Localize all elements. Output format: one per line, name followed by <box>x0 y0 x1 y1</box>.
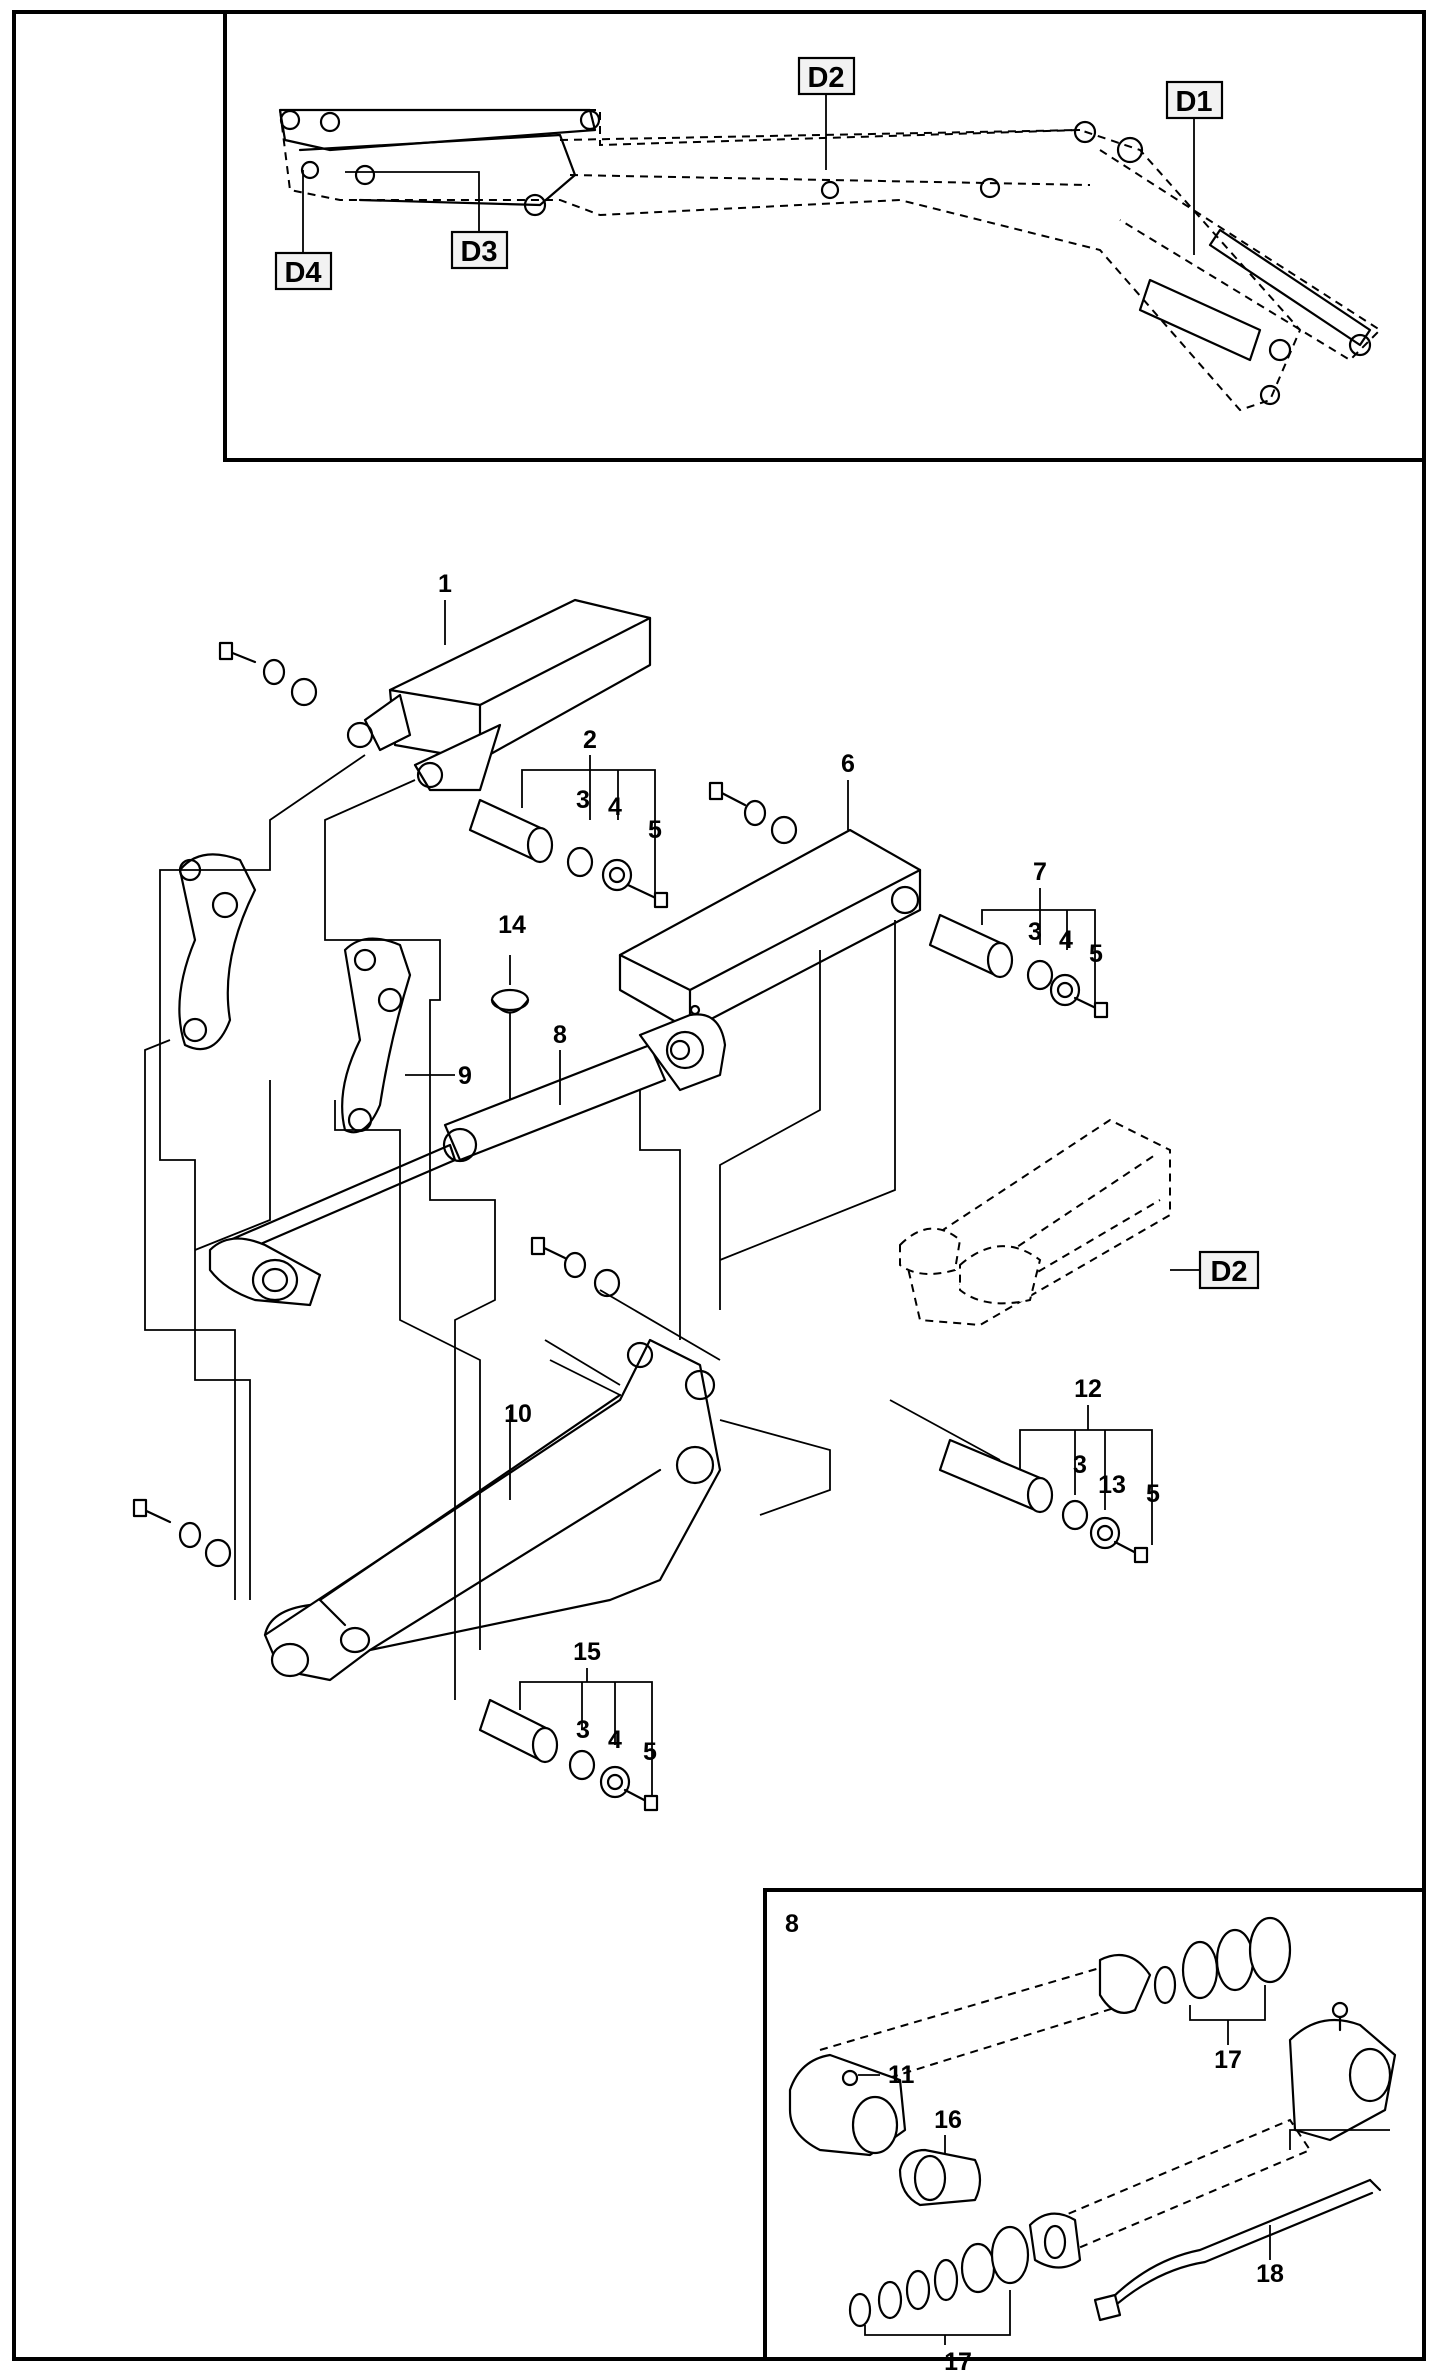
part-7-pin-set <box>928 909 1109 1019</box>
callout-12: 12 <box>1074 1375 1102 1403</box>
detail-callout-11: 11 <box>888 2061 915 2089</box>
callout-1: 1 <box>438 570 452 598</box>
overview-label-d4: D4 <box>284 257 321 289</box>
assembly-leaders <box>144 754 896 1700</box>
overview-label-d2: D2 <box>807 62 844 94</box>
detail-callouts: 11 16 17 17 18 <box>888 2046 1284 2373</box>
hardware-top-left <box>218 641 318 707</box>
overview-inset <box>223 10 1426 462</box>
overview-label-d3: D3 <box>460 236 497 268</box>
callout-8: 8 <box>553 1021 567 1049</box>
part-15-pin-set <box>478 1681 659 1812</box>
callout-3c: 3 <box>1073 1451 1087 1479</box>
detail-callout-16: 16 <box>934 2106 962 2134</box>
part-14-clamp <box>490 955 530 1130</box>
callout-3d: 3 <box>576 1716 590 1744</box>
callout-4a: 4 <box>608 793 622 821</box>
callout-3b: 3 <box>1028 918 1042 946</box>
callout-6: 6 <box>841 750 855 778</box>
callout-5d: 5 <box>643 1738 657 1766</box>
callout-9: 9 <box>458 1062 472 1090</box>
part-10-arm <box>263 1338 722 1682</box>
hardware-part-6 <box>708 781 798 845</box>
detail-cylinder-exploded <box>788 1916 1397 2345</box>
callout-5b: 5 <box>1089 940 1103 968</box>
reference-label-d2: D2 <box>1210 1256 1247 1288</box>
hardware-middle <box>530 1236 621 1298</box>
hardware-lower-left <box>132 1498 232 1568</box>
callout-4b: 4 <box>1059 926 1073 954</box>
detail-callout-18: 18 <box>1256 2260 1284 2288</box>
part-8-cylinder <box>208 1013 727 1307</box>
callout-5c: 5 <box>1146 1480 1160 1508</box>
part-2-pin-set <box>468 769 669 909</box>
boom-reference-d2: D2 <box>899 1118 1260 1327</box>
callout-7: 7 <box>1033 858 1047 886</box>
callout-15: 15 <box>573 1638 601 1666</box>
callout-3a: 3 <box>576 786 590 814</box>
detail-callout-17-upper: 17 <box>1214 2046 1242 2074</box>
callout-13: 13 <box>1098 1471 1126 1499</box>
detail-callout-17-lower: 17 <box>944 2348 972 2373</box>
detail-inset <box>763 1888 1426 2361</box>
overview-label-d1: D1 <box>1175 86 1212 118</box>
part-9-links <box>178 853 455 1134</box>
part-1-tube <box>346 598 652 792</box>
callout-2: 2 <box>583 726 597 754</box>
callout-4d: 4 <box>608 1726 622 1754</box>
overview-callouts: D2 D1 D3 D4 <box>274 56 1224 291</box>
overview-boom-drawing <box>278 108 1382 412</box>
part-6-channel <box>618 828 922 1032</box>
part-12-pin-set <box>889 1399 1153 1564</box>
callout-10: 10 <box>504 1400 532 1428</box>
callout-14: 14 <box>498 911 526 939</box>
detail-title-8: 8 <box>785 1910 799 1938</box>
main-callouts: 1 2 3 4 5 6 7 3 4 5 8 9 10 12 3 13 5 14 … <box>438 570 1160 1766</box>
callout-5a: 5 <box>648 816 662 844</box>
